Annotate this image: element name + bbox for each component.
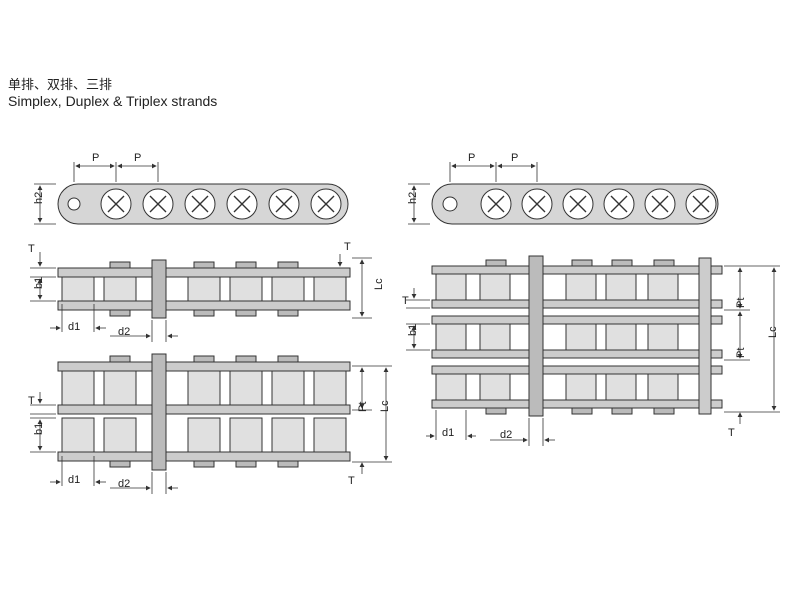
transverse-pitch-label: Pt: [357, 402, 369, 412]
plate-thickness-label: T: [348, 475, 355, 487]
side-view-left: [57, 183, 349, 225]
roller-dia-label: d1: [68, 321, 80, 333]
plate-height-label: h2: [33, 192, 45, 204]
pitch-label: P: [134, 152, 141, 164]
triplex-dims: [406, 265, 780, 446]
pitch-dims-left: [34, 162, 159, 225]
inner-width-label: b1: [407, 324, 419, 336]
duplex-top-view: [57, 353, 351, 471]
pitch-label: P: [92, 152, 99, 164]
plate-thickness-label: T: [28, 243, 35, 255]
plate-thickness-label: T: [344, 241, 351, 253]
transverse-pitch-label: Pt: [735, 348, 747, 358]
plate-thickness-label: T: [728, 427, 735, 439]
duplex-dims: [30, 365, 392, 494]
simplex-top-view: [57, 259, 351, 319]
roller-dia-label: d1: [442, 427, 454, 439]
inner-width-label: b1: [33, 277, 45, 289]
plate-thickness-label: T: [402, 295, 409, 307]
pin-dia-label: d2: [118, 478, 130, 490]
title-english: Simplex, Duplex & Triplex strands: [8, 93, 218, 109]
transverse-pitch-label: Pt: [735, 298, 747, 308]
roller-dia-label: d1: [68, 474, 80, 486]
pitch-dims-right: [408, 162, 538, 225]
pin-length-label: Lc: [767, 326, 779, 338]
side-view-right: [431, 183, 719, 225]
title-chinese: 单排、双排、三排: [8, 78, 113, 93]
pin-length-label: Lc: [373, 278, 385, 290]
inner-width-label: b1: [33, 423, 45, 435]
pin-dia-label: d2: [118, 326, 130, 338]
pitch-label: P: [511, 152, 518, 164]
pin-length-label: Lc: [379, 400, 391, 412]
pitch-label: P: [468, 152, 475, 164]
triplex-top-view: [431, 255, 723, 417]
pin-dia-label: d2: [500, 429, 512, 441]
plate-thickness-label: T: [28, 395, 35, 407]
plate-height-label: h2: [407, 192, 419, 204]
simplex-dims: [30, 252, 372, 342]
